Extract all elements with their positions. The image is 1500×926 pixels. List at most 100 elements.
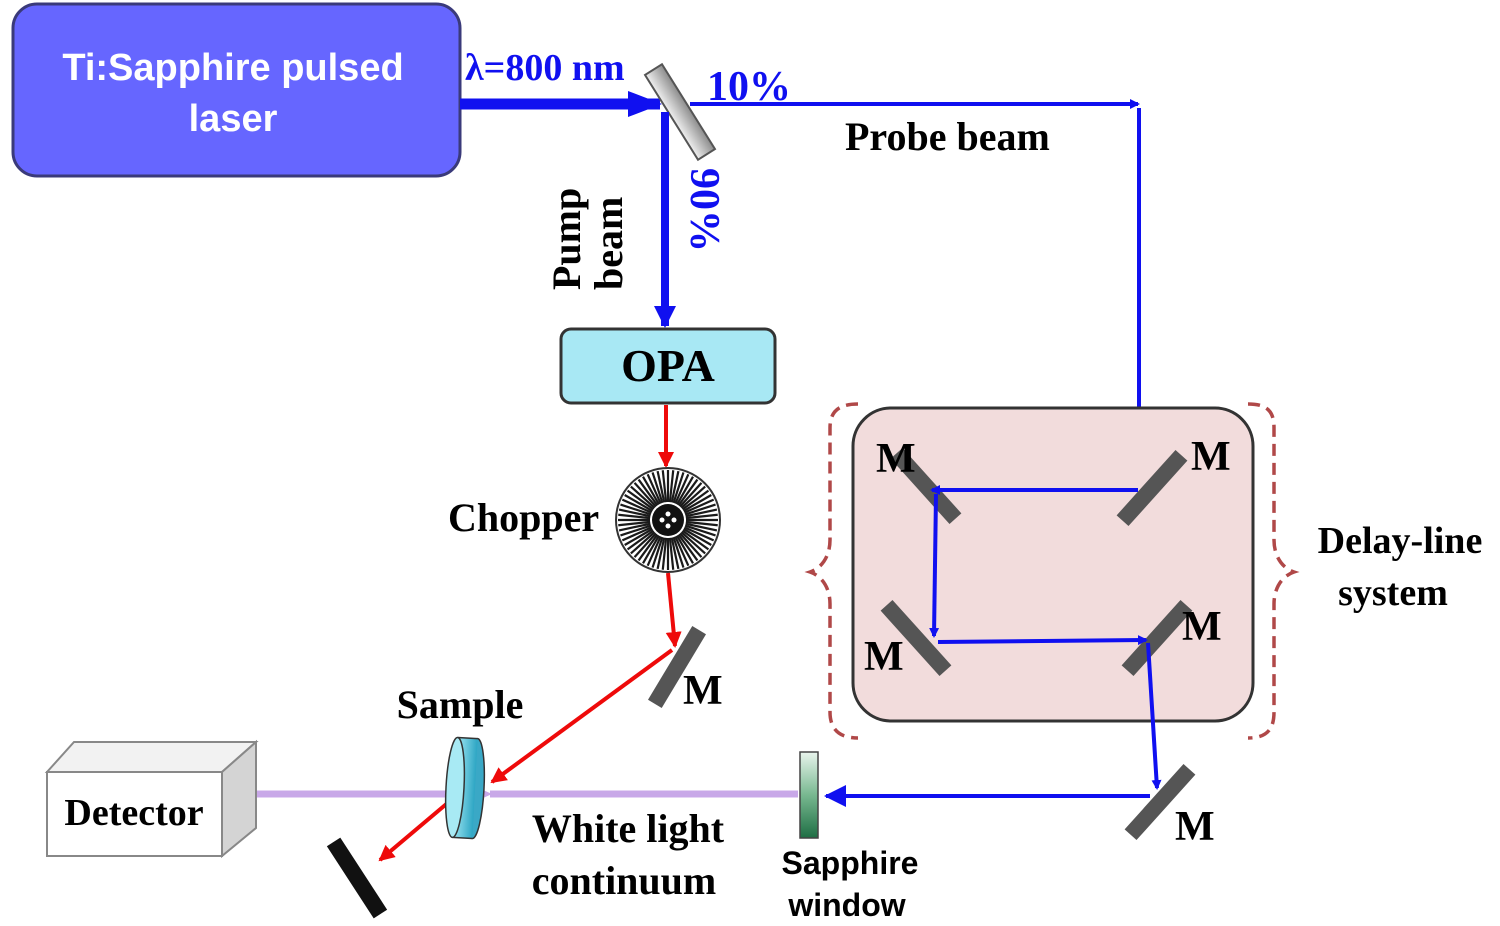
chopper-blade — [680, 531, 706, 555]
chopper-blade — [676, 535, 694, 564]
pump-beam-label-line2: beam — [586, 197, 631, 290]
sapphire-window — [799, 751, 819, 839]
delay-mirror-top-right — [1116, 449, 1188, 527]
opa-label: OPA — [621, 340, 715, 391]
chopper-blade — [637, 478, 659, 507]
chopper-blade — [618, 513, 651, 520]
chopper-blade — [672, 472, 685, 504]
delay-line-right-brace — [1247, 402, 1300, 740]
chopper-blade — [674, 535, 690, 567]
chopper-blade — [683, 498, 715, 514]
delay-mirror-bottom-right — [1121, 599, 1193, 677]
chopper-blade — [683, 526, 715, 542]
white-light-label-line1: White light — [532, 806, 725, 851]
chopper-blade — [684, 524, 716, 537]
white-light-label-line2: continuum — [532, 858, 717, 903]
chopper-blade — [618, 520, 651, 527]
chopper-blade — [661, 470, 668, 503]
pump-beam-label-line1: Pump — [544, 188, 589, 290]
wavelength-label: λ=800 nm — [465, 47, 625, 89]
probe-beam-label: Probe beam — [845, 114, 1050, 159]
chopper-blade — [620, 503, 652, 516]
detector-front-face — [46, 771, 223, 857]
chopper-blade — [661, 537, 668, 570]
chopper-blade — [621, 526, 653, 542]
delay-mirror-top-left — [890, 447, 962, 525]
delay-mirror-bottom-left — [880, 599, 952, 677]
chopper-blade — [633, 532, 657, 558]
sapphire-window-label-line2: window — [787, 887, 905, 923]
chopper-blade — [656, 537, 666, 570]
chopper-wheel — [615, 467, 721, 573]
delay-mirror-top-right-label: M — [1191, 434, 1231, 480]
chopper-blade — [670, 537, 680, 570]
chopper-label: Chopper — [448, 495, 599, 540]
chopper-blade — [630, 531, 656, 555]
chopper-blade — [618, 508, 651, 518]
chopper-blade — [685, 522, 718, 532]
chopper-blade — [683, 528, 712, 546]
delay-line-label-line2: system — [1338, 572, 1448, 614]
sapphire-window-label-line1: Sapphire — [782, 845, 919, 881]
sample-cuvette — [444, 736, 486, 840]
detector: Detector — [44, 739, 259, 859]
chopper-blade — [630, 485, 656, 509]
beam-splitter — [643, 62, 717, 162]
pump-fold-mirror — [647, 626, 707, 708]
chopper-blade — [646, 535, 662, 567]
chopper-blade — [685, 520, 718, 527]
chopper-blade — [637, 533, 659, 562]
laser-source: Ti:Sapphire pulsed laser — [11, 2, 462, 178]
chopper-blade — [626, 529, 655, 551]
chopper-blade — [668, 470, 675, 503]
chopper-blade — [677, 478, 699, 507]
chopper-blade — [620, 524, 652, 537]
chopper-blade — [684, 503, 716, 516]
chopper-blade — [656, 470, 666, 503]
chopper-blade — [685, 513, 718, 520]
chopper-blade — [672, 536, 685, 568]
probe-fold-mirror — [1124, 763, 1196, 841]
chopper-blade — [681, 529, 710, 551]
delay-line-label-line1: Delay-line — [1318, 520, 1483, 562]
detector-top-face — [44, 741, 259, 773]
chopper-blade — [674, 473, 690, 505]
chopper-blade — [651, 536, 664, 568]
chopper-blade — [646, 473, 662, 505]
chopper-blade — [633, 482, 657, 508]
chopper-blade — [683, 494, 712, 512]
pump-fraction-label: 90% — [681, 168, 727, 252]
chopper-blade — [651, 472, 664, 504]
chopper-blade — [681, 489, 710, 511]
chopper-blade — [677, 533, 699, 562]
delay-line-left-brace — [804, 402, 859, 740]
chopper-blade — [680, 485, 706, 509]
chopper-blade — [685, 508, 718, 518]
laser-box — [11, 2, 462, 178]
delay-mirror-bottom-left-label: M — [864, 634, 904, 680]
pump-fold-mirror-label: M — [683, 668, 723, 714]
delay-beam-4 — [1146, 642, 1162, 790]
chopper-blade — [679, 482, 703, 508]
chopper-blade — [642, 535, 660, 564]
delay-beam-2 — [929, 493, 940, 638]
beam-dump — [326, 837, 388, 919]
chopper-blade — [679, 532, 703, 558]
detector-label: Detector — [64, 792, 203, 834]
chopper-blade — [621, 498, 653, 514]
laser-label-line2: laser — [189, 98, 278, 140]
chopper-blade — [668, 537, 675, 570]
delay-beam-3 — [937, 635, 1148, 646]
delay-mirror-bottom-right-label: M — [1182, 604, 1222, 650]
opa-box — [559, 327, 777, 405]
chopper-blade — [670, 470, 680, 503]
laser-label-line1: Ti:Sapphire pulsed — [62, 47, 403, 89]
delay-mirror-top-left-label: M — [876, 436, 916, 482]
probe-fold-mirror-label: M — [1175, 804, 1215, 850]
pump-red-to-sample — [490, 648, 674, 784]
sample-label: Sample — [397, 682, 524, 727]
pump-red-to-mirror — [665, 572, 682, 648]
chopper-blade — [626, 489, 655, 511]
chopper-blade — [624, 494, 653, 512]
